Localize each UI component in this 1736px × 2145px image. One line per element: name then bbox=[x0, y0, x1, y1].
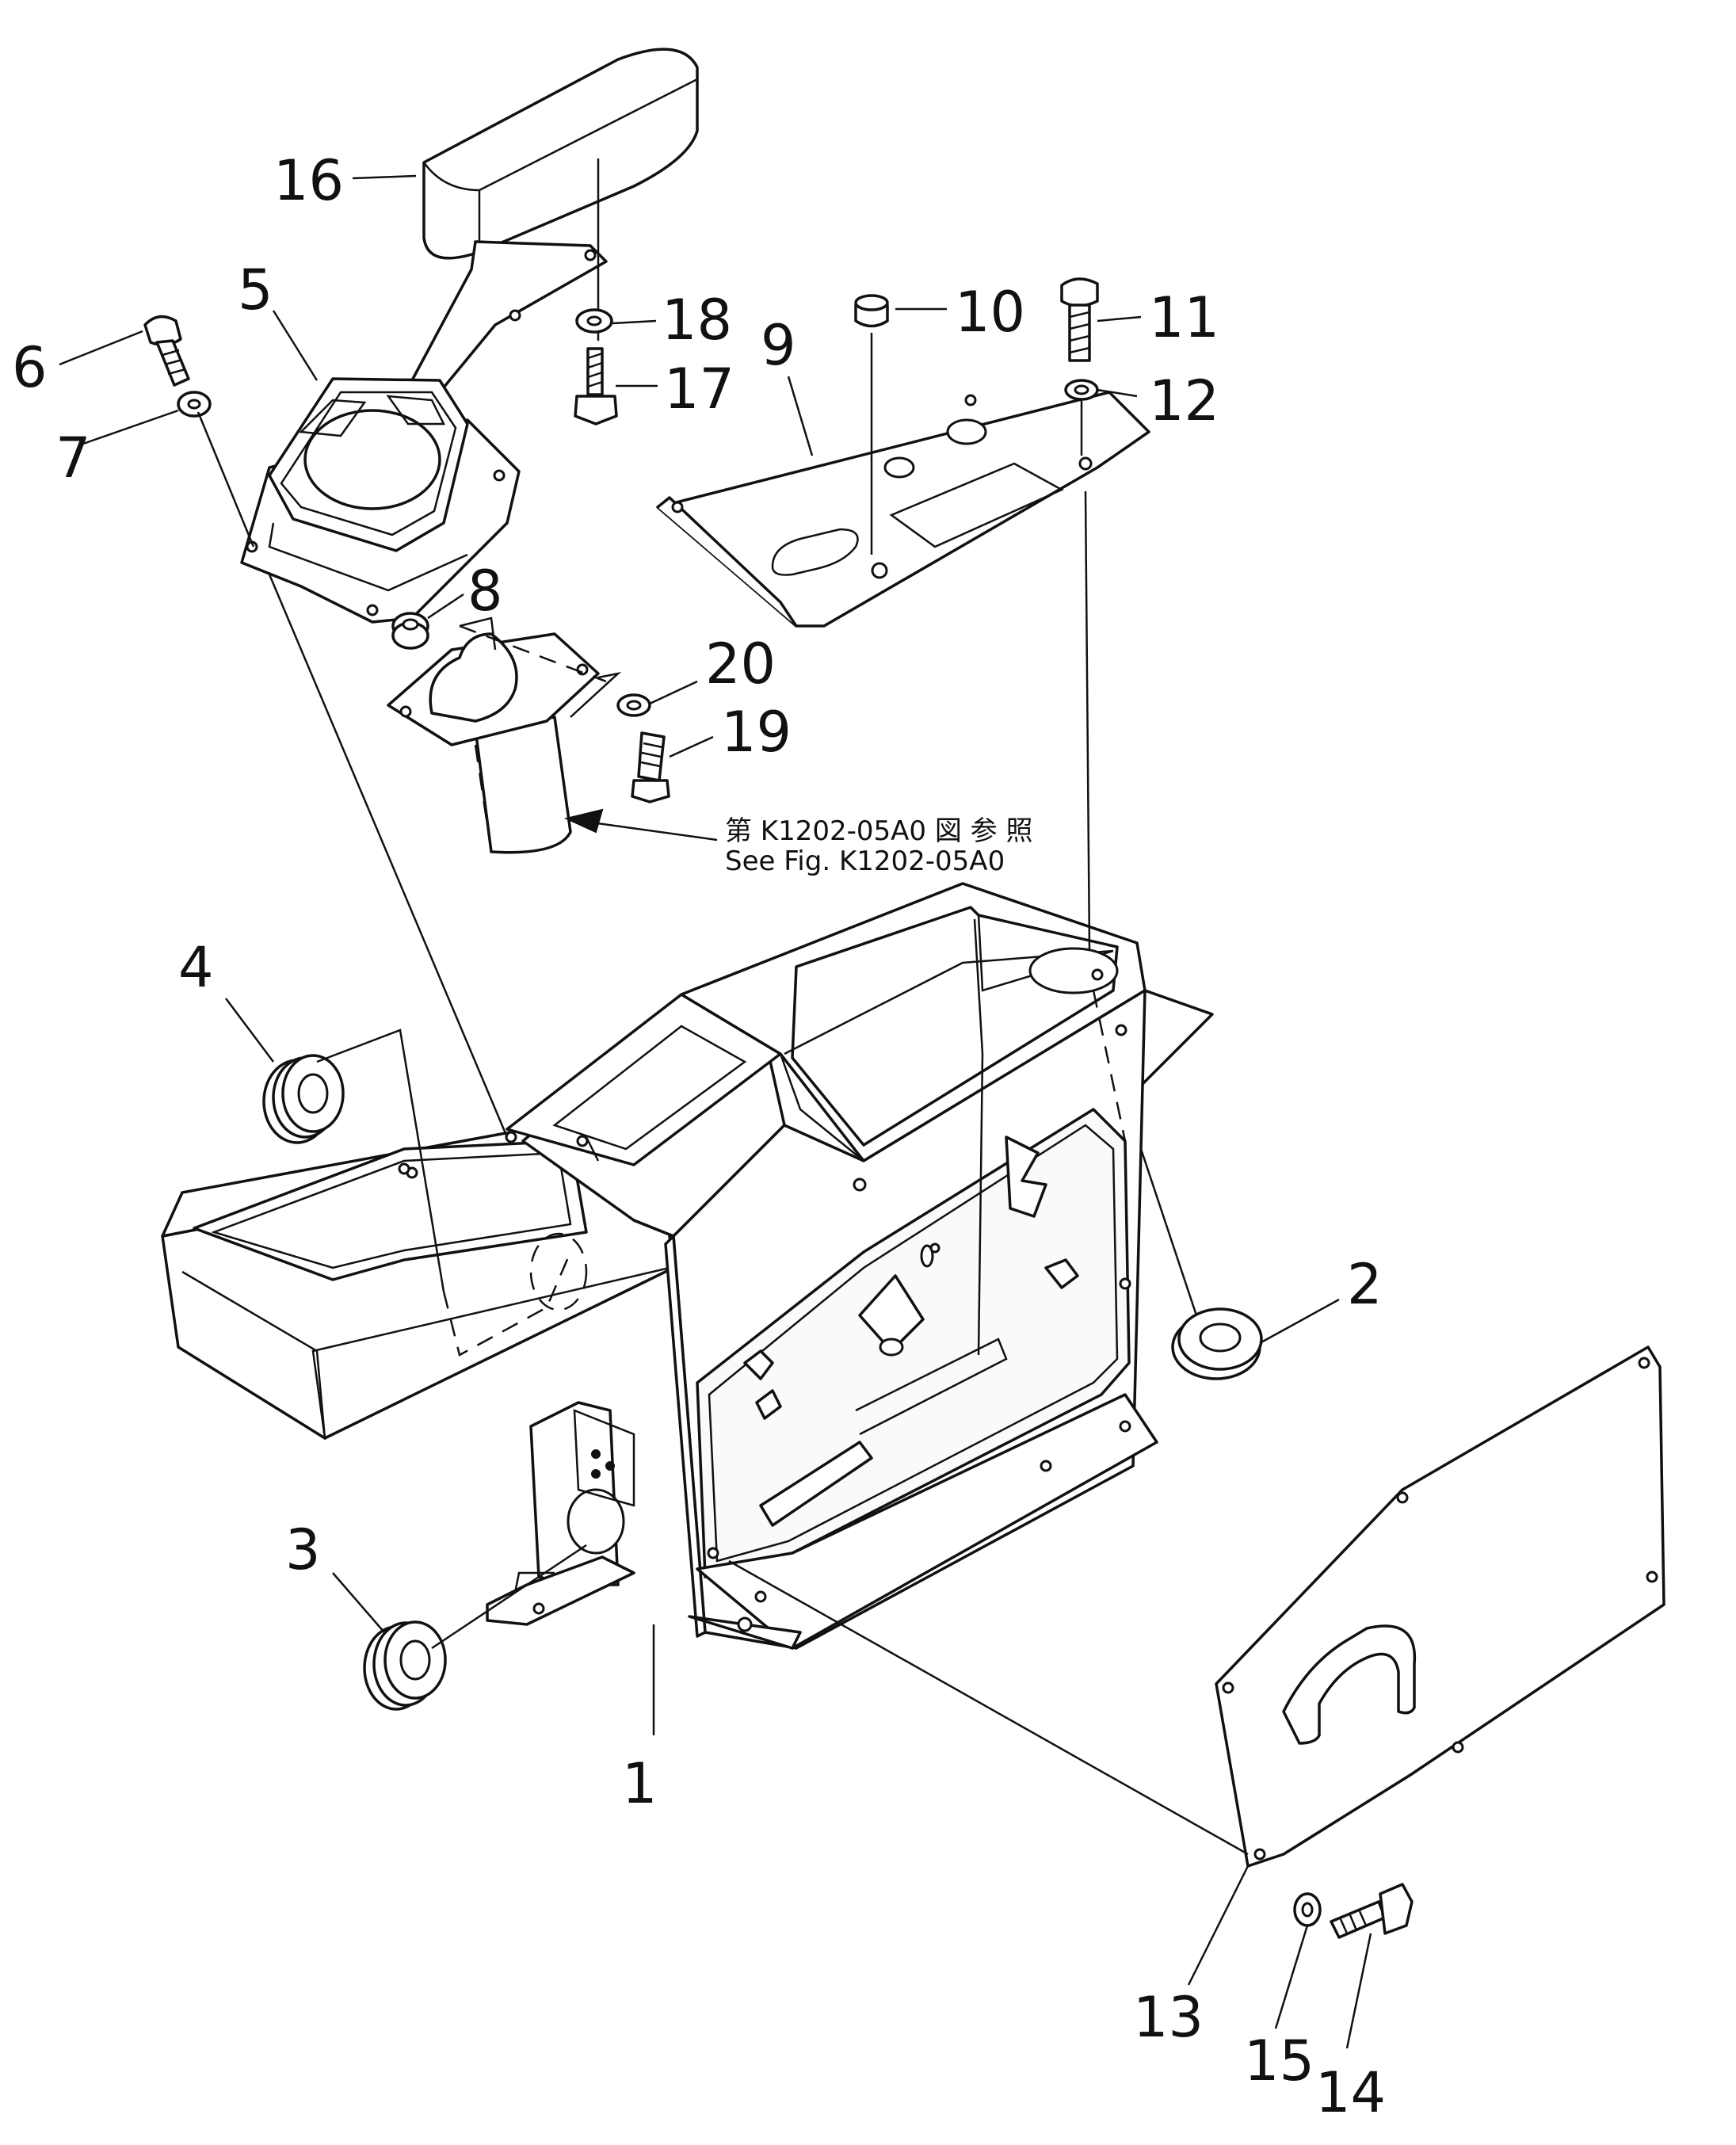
part-19-bolt bbox=[631, 731, 670, 803]
callout-6: 6 bbox=[12, 335, 48, 400]
callout-12: 12 bbox=[1149, 368, 1219, 433]
assembly-lines bbox=[196, 158, 1249, 1856]
part-11-bolt bbox=[1060, 277, 1099, 362]
part-17-bolt bbox=[574, 347, 618, 426]
callout-18: 18 bbox=[662, 288, 732, 353]
callout-1: 1 bbox=[622, 1751, 658, 1816]
callout-5: 5 bbox=[238, 258, 273, 323]
part-8-grommet bbox=[391, 612, 429, 650]
callout-10: 10 bbox=[955, 280, 1025, 345]
callout-15: 15 bbox=[1244, 2029, 1314, 2093]
part-20-washer bbox=[616, 693, 651, 717]
part-9-cover-plate bbox=[656, 391, 1150, 628]
reference-note: 第 K1202-05A0 図 参 照 See Fig. K1202-05A0 bbox=[725, 815, 1032, 877]
callout-20: 20 bbox=[705, 632, 776, 697]
part-6-bolt bbox=[143, 315, 190, 387]
part-3-grommet bbox=[363, 1620, 447, 1711]
reference-note-english: See Fig. K1202-05A0 bbox=[725, 845, 1005, 877]
part-13-side-cover bbox=[1215, 1345, 1665, 1868]
callout-2: 2 bbox=[1347, 1252, 1383, 1317]
callout-11: 11 bbox=[1149, 285, 1219, 350]
callout-19: 19 bbox=[721, 700, 792, 765]
part-5-boot-cover bbox=[240, 377, 521, 624]
part-1-console-frame bbox=[161, 882, 1214, 1650]
callout-3: 3 bbox=[285, 1517, 321, 1582]
reference-arrow bbox=[563, 808, 718, 842]
reference-note-japanese: 第 K1202-05A0 図 参 照 bbox=[725, 815, 1032, 847]
callout-leaders bbox=[59, 174, 1372, 2049]
callout-4: 4 bbox=[178, 935, 214, 1000]
part-2-grommet bbox=[1171, 1307, 1263, 1380]
part-1-dashed-hidden-lines bbox=[442, 1232, 588, 1357]
part-7-washer bbox=[177, 391, 212, 418]
part-15-washer bbox=[1293, 1892, 1322, 1927]
callout-14: 14 bbox=[1315, 2060, 1386, 2125]
part-10-plug bbox=[854, 294, 889, 328]
callout-7: 7 bbox=[55, 426, 91, 490]
callout-16: 16 bbox=[273, 148, 344, 213]
callout-labels: 16 5 6 7 18 17 9 10 11 12 8 20 19 4 3 2 … bbox=[12, 148, 1386, 2125]
callout-9: 9 bbox=[761, 313, 796, 378]
part-4-grommet bbox=[262, 1054, 345, 1144]
control-lever-assembly bbox=[387, 616, 600, 854]
callout-17: 17 bbox=[664, 357, 734, 422]
part-14-bolt bbox=[1330, 1883, 1414, 1939]
part-12-washer bbox=[1064, 379, 1099, 401]
part-18-washer bbox=[575, 308, 613, 334]
callout-13: 13 bbox=[1133, 1985, 1204, 2050]
part-16-armrest-pad bbox=[422, 48, 699, 260]
callout-8: 8 bbox=[467, 559, 503, 624]
